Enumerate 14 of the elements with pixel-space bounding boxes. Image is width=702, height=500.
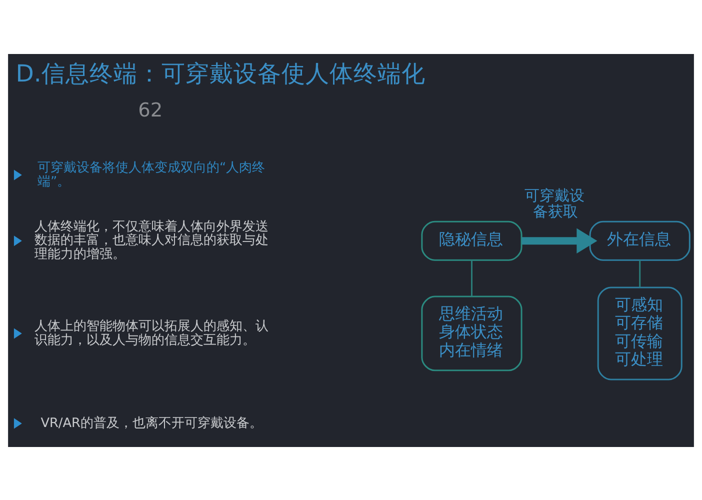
arrow [522, 228, 598, 253]
edge-label: 可穿戴设备获取 [524, 186, 585, 220]
label: 人体终端化，不仅意味着人体向外界发送数据的丰富，也意味人对信息的获取与处理能力的增强。 [34, 218, 268, 262]
diagram-title: D.信息终端：可穿戴设备使人体终端化 [16, 58, 426, 87]
connector [639, 260, 641, 287]
node-box: 隐秘信息 [421, 220, 522, 260]
node-box: 可感知 可存储 可传输 可处理 [597, 286, 682, 380]
label: VR/AR的普及，也离不开可穿戴设备。 [40, 415, 262, 430]
node-box: 外在信息 [589, 220, 690, 260]
connector [471, 260, 472, 296]
label: 62 [138, 98, 163, 122]
node-box: 思维活动 身体状态 内在情绪 [421, 295, 522, 371]
label: 可穿戴设备将使人体变成双向的“人肉终端”。 [38, 160, 266, 189]
label: 人体上的智能物体可以拓展人的感知、认识能力，以及人与物的信息交互能力。 [34, 318, 268, 348]
